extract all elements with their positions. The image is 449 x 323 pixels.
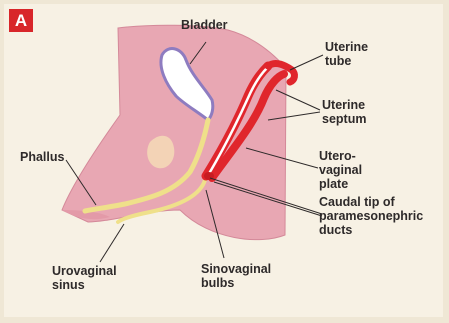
- label-uterovaginal-plate: Utero- vaginal plate: [319, 149, 362, 191]
- label-urovaginal-sinus: Urovaginal sinus: [52, 264, 117, 292]
- label-caudal-tip: Caudal tip of paramesonephric ducts: [319, 195, 423, 237]
- leader-uterine-tube: [290, 55, 323, 70]
- label-bladder: Bladder: [181, 18, 228, 32]
- leader-urovaginal: [100, 224, 124, 262]
- label-phallus: Phallus: [20, 150, 64, 164]
- label-uterine-tube: Uterine tube: [325, 40, 368, 68]
- label-uterine-septum: Uterine septum: [322, 98, 366, 126]
- label-sinovaginal-bulbs: Sinovaginal bulbs: [201, 262, 271, 290]
